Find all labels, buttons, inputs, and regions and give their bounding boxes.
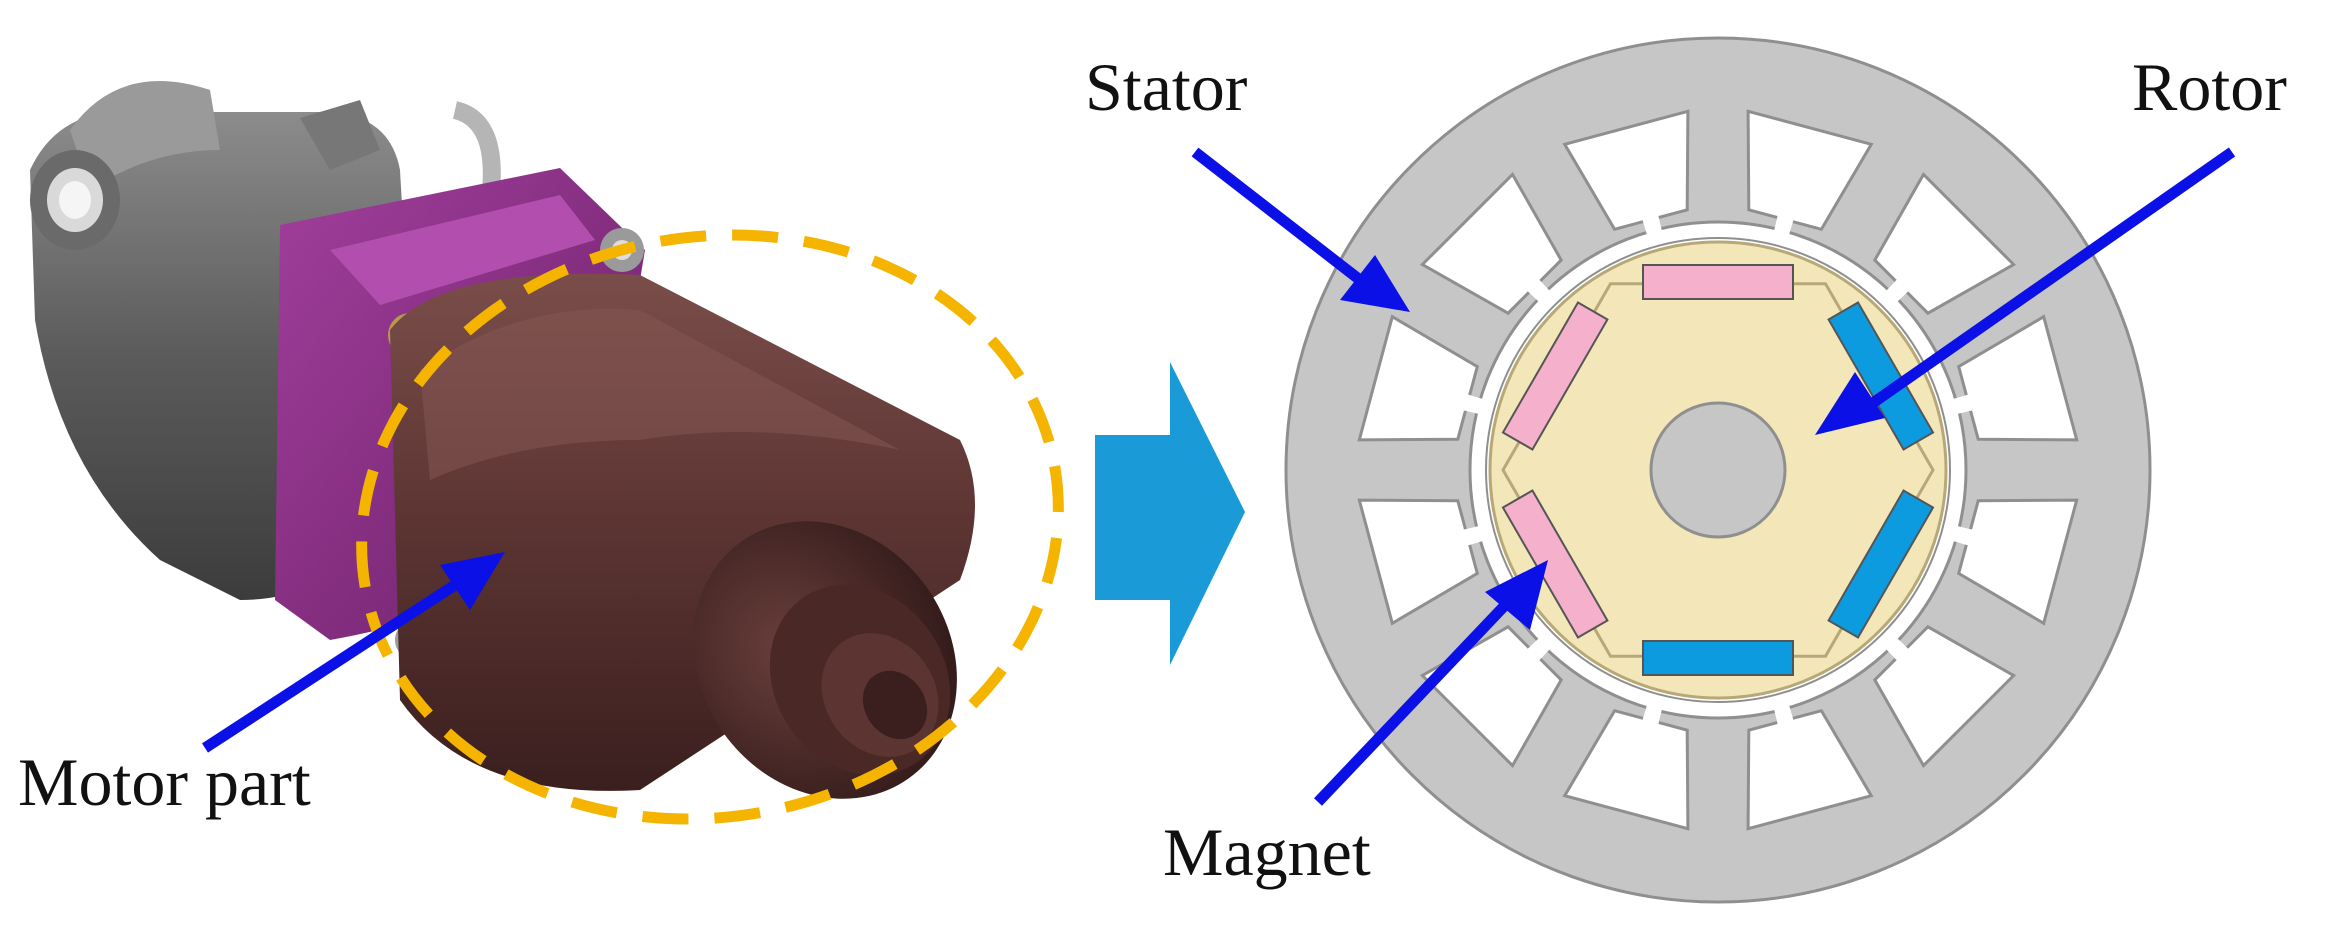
motor-part-label: Motor part	[18, 744, 311, 820]
stator-slot-opening	[1947, 524, 1975, 547]
shaft	[1649, 401, 1787, 539]
stator-slot	[1419, 171, 1564, 316]
magnet-pink	[1501, 301, 1609, 451]
magnet-blue	[1827, 489, 1935, 639]
rotor-label: Rotor	[2132, 49, 2287, 125]
stator-slot-opening	[1772, 699, 1795, 727]
magnet-arrow	[1314, 560, 1548, 806]
stator-label: Stator	[1085, 49, 1248, 125]
motor-highlight-dashed-circle	[356, 229, 1064, 825]
stator-slot-opening	[1461, 524, 1489, 547]
magnet-pink	[1642, 264, 1794, 300]
stator-slot-opening	[1947, 393, 1975, 416]
stator-slot-opening	[1461, 393, 1489, 416]
stator-slot-opening	[1641, 699, 1664, 727]
stator-slot	[1357, 498, 1480, 626]
magnet-blue	[1827, 301, 1935, 451]
stator-slot	[1872, 624, 2017, 769]
stator-arrow	[1191, 147, 1410, 312]
magnet-label: Magnet	[1163, 814, 1371, 890]
stator-slot	[1746, 109, 1874, 232]
motor-cross-section	[1284, 36, 2152, 904]
rotor-arrow	[1815, 147, 2236, 435]
motor-can	[390, 273, 975, 799]
stator-slot	[1357, 314, 1480, 442]
motor-illustration	[30, 81, 1064, 825]
stator-slot	[1562, 708, 1690, 831]
magnet-blue	[1642, 640, 1794, 676]
stator-slot-opening	[1525, 277, 1554, 306]
motor-part-arrow	[201, 552, 505, 753]
stator-slot-opening	[1525, 634, 1554, 663]
stator-slot-opening	[1772, 213, 1795, 241]
stator-slot	[1562, 109, 1690, 232]
stator-slot	[1746, 708, 1874, 831]
stator-slot-opening	[1641, 213, 1664, 241]
stator-slot	[1956, 314, 2079, 442]
stator-slot	[1956, 498, 2079, 626]
stator-slot	[1872, 171, 2017, 316]
rotor	[1488, 240, 1948, 700]
stator-slot-opening	[1882, 277, 1911, 306]
stator-slot-opening	[1882, 634, 1911, 663]
transition-arrow	[1095, 362, 1245, 665]
